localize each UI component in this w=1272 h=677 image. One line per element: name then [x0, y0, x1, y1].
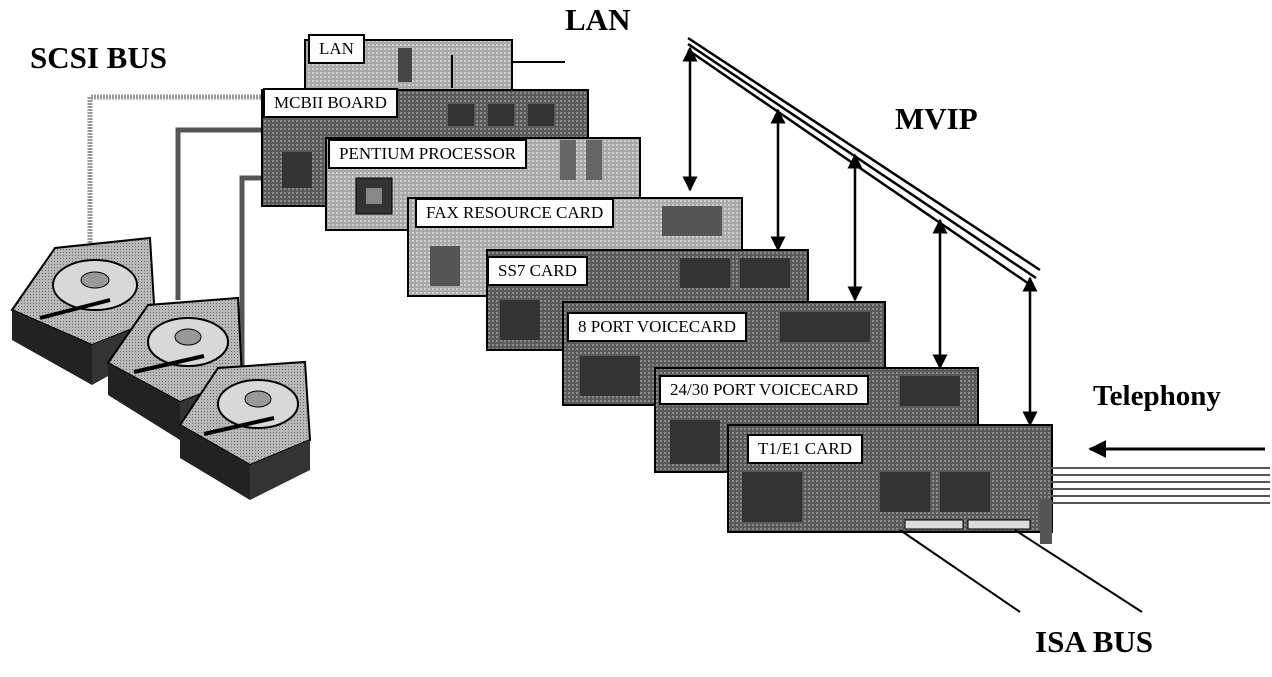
- isa-bus-label: ISA BUS: [1035, 624, 1153, 660]
- ss7-card-label: SS7 CARD: [487, 256, 588, 286]
- telephony-label: Telephony: [1093, 380, 1221, 413]
- hard-drives: [12, 238, 310, 500]
- 24-30-port-voicecard-label: 24/30 PORT VOICECARD: [659, 375, 869, 405]
- lan-label: LAN: [565, 2, 630, 38]
- pentium-processor-label: PENTIUM PROCESSOR: [328, 139, 527, 169]
- isa-bus-lines: [900, 530, 1142, 612]
- lan-card-label: LAN: [308, 34, 365, 64]
- mcbii-board-label: MCBII BOARD: [263, 88, 398, 118]
- scsi-bus-label: SCSI BUS: [30, 40, 167, 76]
- isa-connector: [905, 520, 963, 529]
- isa-connector: [968, 520, 1030, 529]
- fax-resource-card-label: FAX RESOURCE CARD: [415, 198, 614, 228]
- telephony-lines: [1050, 449, 1270, 503]
- 8-port-voicecard-label: 8 PORT VOICECARD: [567, 312, 747, 342]
- mvip-label: MVIP: [895, 101, 978, 137]
- t1-e1-card-label: T1/E1 CARD: [747, 434, 863, 464]
